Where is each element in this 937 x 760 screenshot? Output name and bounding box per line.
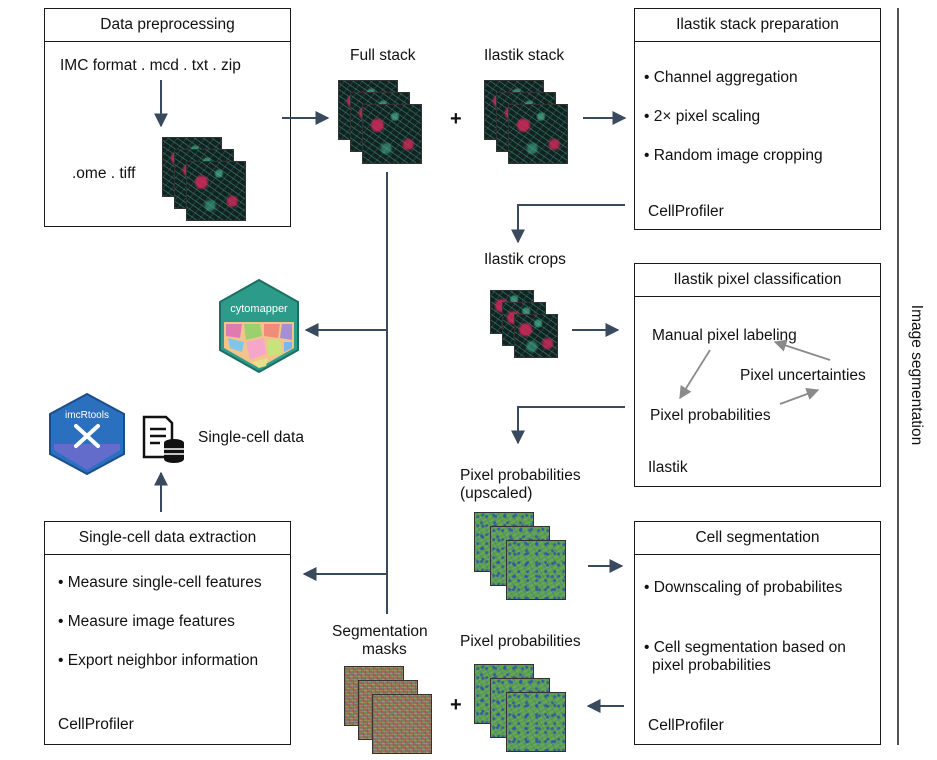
document-database-icon [142, 415, 184, 463]
manual-pixel-labeling-text: Manual pixel labeling [652, 327, 797, 344]
stack-prep-item-2: • 2× pixel scaling [644, 108, 761, 125]
pixel-probabilities-upscaled-label-1: Pixel probabilities [460, 467, 581, 484]
tools-icon [74, 424, 100, 448]
cell-seg-tool: CellProfiler [648, 717, 724, 734]
extraction-tool: CellProfiler [58, 716, 134, 733]
data-preprocessing-title: Data preprocessing [45, 9, 290, 42]
upscaled-probability-image-3 [506, 540, 566, 600]
arrow-uncertainties-to-labeling [773, 339, 831, 361]
pixel-classification-tool: Ilastik [648, 459, 688, 476]
plus-symbol-top: + [450, 108, 462, 130]
single-cell-data-label: Single-cell data [198, 429, 304, 446]
arrow-classification-to-upscaled [511, 406, 625, 445]
pixel-probabilities-label: Pixel probabilities [460, 633, 581, 650]
output-format-text: .ome . tiff [72, 165, 136, 182]
pixel-uncertainties-text: Pixel uncertainties [740, 367, 866, 384]
segmentation-masks-label-1: Segmentation [332, 623, 428, 640]
ilastik-stack-preparation-title: Ilastik stack preparation [635, 9, 880, 42]
segmentation-mask-image-3 [372, 694, 432, 754]
ilastik-stack-preparation-box: Ilastik stack preparation [634, 8, 881, 230]
cell-segmentation-box: Cell segmentation [634, 521, 881, 745]
extraction-item-3: • Export neighbor information [58, 652, 259, 669]
ilastik-stack-label: Ilastik stack [484, 47, 565, 64]
single-cell-extraction-title: Single-cell data extraction [45, 522, 290, 555]
ilastik-pixel-classification-title: Ilastik pixel classification [635, 264, 880, 297]
cytomapper-logo: cytomapper [219, 278, 299, 374]
cell-seg-item-2-cont: pixel probabilities [652, 657, 771, 674]
single-cell-extraction-box: Single-cell data extraction [44, 521, 291, 745]
arrow-labeling-to-probabilities [679, 349, 711, 400]
cell-seg-item-2: • Cell segmentation based on [644, 639, 846, 656]
plus-symbol-bottom: + [450, 694, 462, 716]
cell-segmentation-title: Cell segmentation [635, 522, 880, 555]
ilastik-crop-image-3 [514, 314, 558, 358]
stack-prep-item-1: • Channel aggregation [644, 69, 798, 86]
stack-prep-tool: CellProfiler [648, 203, 724, 220]
pixel-probabilities-text: Pixel probabilities [650, 407, 771, 424]
raw-image-3 [186, 161, 246, 221]
full-stack-label: Full stack [350, 47, 416, 64]
extraction-item-2: • Measure image features [58, 613, 235, 630]
cytomapper-logo-text: cytomapper [230, 303, 288, 315]
cell-seg-item-1: • Downscaling of probabilites [644, 579, 843, 596]
stack-prep-item-3: • Random image cropping [644, 147, 823, 164]
arrow-probabilities-to-uncertainties [779, 388, 820, 405]
arrow-prep-to-crops [511, 204, 625, 244]
full-stack-image-3 [362, 104, 422, 164]
imcrtools-logo-text: imcRtools [65, 410, 109, 421]
segmentation-masks-label-2: masks [362, 641, 407, 658]
imcrtools-logo: imcRtools [49, 392, 125, 476]
pixel-probabilities-upscaled-label-2: (upscaled) [460, 485, 533, 502]
probability-image-3 [506, 692, 566, 752]
ilastik-pixel-classification-box: Ilastik pixel classification [634, 263, 881, 487]
input-formats-text: IMC format . mcd . txt . zip [60, 57, 241, 74]
ilastik-crops-label: Ilastik crops [484, 251, 566, 268]
ilastik-stack-image-3 [508, 104, 568, 164]
extraction-item-1: • Measure single-cell features [58, 574, 262, 591]
